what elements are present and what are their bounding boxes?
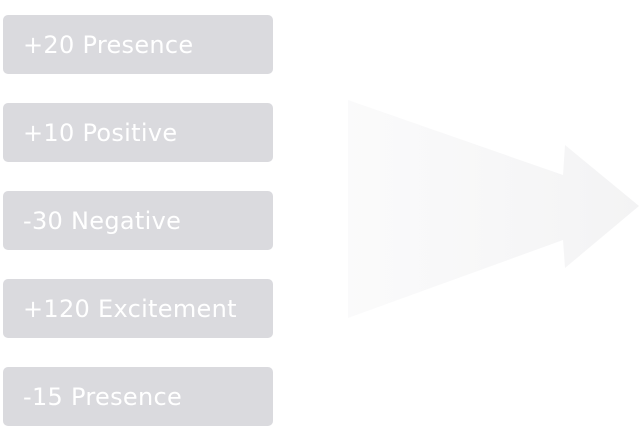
stat-item-presence-minus: -15 Presence [3,367,273,426]
stat-item-negative: -30 Negative [3,191,273,250]
stat-label: -30 Negative [23,206,182,235]
stat-list: +20 Presence +10 Positive -30 Negative +… [3,15,273,426]
stat-label: +20 Presence [23,30,194,59]
arrow-right-icon [348,100,639,318]
stat-label: +120 Excitement [23,294,237,323]
stat-item-positive: +10 Positive [3,103,273,162]
arrow-shape [348,100,639,318]
stat-label: -15 Presence [23,382,183,411]
stat-item-presence-plus: +20 Presence [3,15,273,74]
stat-label: +10 Positive [23,118,178,147]
stat-item-excitement: +120 Excitement [3,279,273,338]
